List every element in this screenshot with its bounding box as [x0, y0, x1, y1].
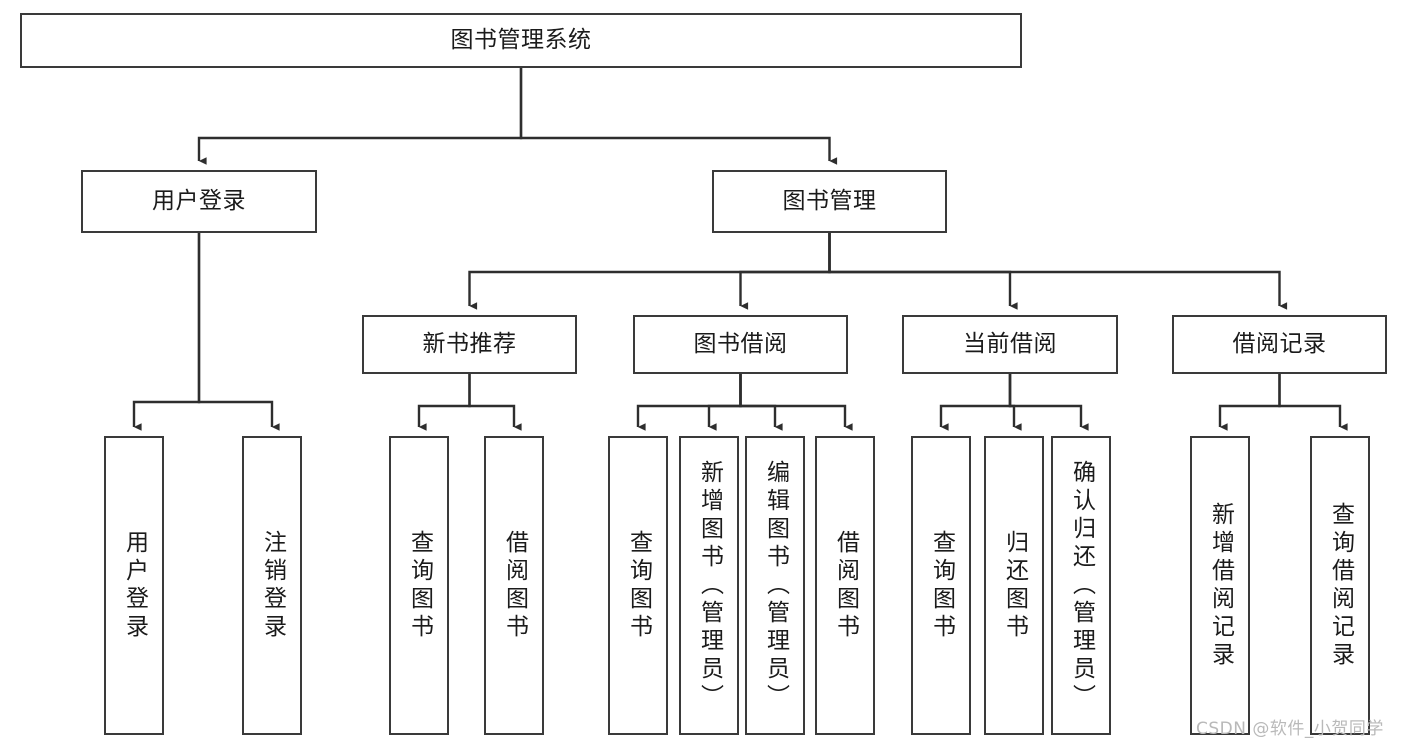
node-leaf-query-book-1[interactable]: 查询图书: [389, 436, 449, 735]
node-label-root: 图书管理系统: [450, 26, 592, 53]
edge-new-book-rec-to-leaf-borrow-book-1: [468, 374, 522, 431]
edge-book-manage-to-borrow-record: [828, 233, 1288, 310]
edge-user-login-to-leaf-user-logout: [197, 233, 280, 431]
node-book-borrow[interactable]: 图书借阅: [633, 315, 848, 374]
node-leaf-edit-book[interactable]: 编辑图书（管理员）: [745, 436, 805, 735]
node-new-book-rec[interactable]: 新书推荐: [362, 315, 577, 374]
node-root[interactable]: 图书管理系统: [20, 13, 1022, 68]
node-book-manage[interactable]: 图书管理: [712, 170, 947, 233]
node-leaf-add-book[interactable]: 新增图书（管理员）: [679, 436, 739, 735]
node-leaf-borrow-book-1[interactable]: 借阅图书: [484, 436, 544, 735]
node-label-leaf-user-logout: 注销登录: [259, 529, 286, 642]
node-label-leaf-add-record: 新增借阅记录: [1207, 501, 1234, 670]
edge-current-borrow-to-leaf-confirm-return: [1008, 374, 1089, 431]
edge-book-manage-to-current-borrow: [828, 233, 1018, 310]
node-label-leaf-borrow-book-2: 借阅图书: [832, 529, 859, 642]
node-leaf-user-logout[interactable]: 注销登录: [242, 436, 302, 735]
node-leaf-confirm-return[interactable]: 确认归还（管理员）: [1051, 436, 1111, 735]
edge-paths: [132, 68, 1348, 431]
node-label-borrow-record: 借阅记录: [1232, 330, 1327, 357]
node-leaf-query-book-3[interactable]: 查询图书: [911, 436, 971, 735]
node-label-leaf-user-login: 用户登录: [121, 529, 148, 642]
edge-root-to-user-login: [197, 68, 523, 165]
node-label-leaf-borrow-book-1: 借阅图书: [501, 529, 528, 642]
node-leaf-return-book[interactable]: 归还图书: [984, 436, 1044, 735]
node-label-leaf-edit-book: 编辑图书（管理员）: [762, 459, 789, 712]
node-label-leaf-confirm-return: 确认归还（管理员）: [1068, 459, 1095, 712]
edge-borrow-record-to-leaf-query-record: [1278, 374, 1348, 431]
node-label-book-manage: 图书管理: [782, 187, 877, 214]
node-current-borrow[interactable]: 当前借阅: [902, 315, 1118, 374]
edge-user-login-to-leaf-user-login: [132, 233, 201, 431]
node-label-leaf-query-book-1: 查询图书: [406, 529, 433, 642]
edge-borrow-record-to-leaf-add-record: [1218, 374, 1281, 431]
node-leaf-add-record[interactable]: 新增借阅记录: [1190, 436, 1250, 735]
node-label-current-borrow: 当前借阅: [963, 330, 1057, 357]
node-leaf-query-record[interactable]: 查询借阅记录: [1310, 436, 1370, 735]
edge-current-borrow-to-leaf-query-book-3: [939, 374, 1012, 431]
edge-new-book-rec-to-leaf-query-book-1: [417, 374, 471, 431]
node-borrow-record[interactable]: 借阅记录: [1172, 315, 1387, 374]
node-label-leaf-query-book-2: 查询图书: [625, 529, 652, 642]
node-label-book-borrow: 图书借阅: [693, 330, 788, 357]
node-label-user-login: 用户登录: [152, 187, 246, 214]
node-label-leaf-query-book-3: 查询图书: [928, 529, 955, 642]
edge-book-borrow-to-leaf-edit-book: [739, 374, 783, 431]
edge-book-borrow-to-leaf-query-book-2: [636, 374, 742, 431]
edge-book-borrow-to-leaf-add-book: [707, 374, 742, 431]
edge-book-manage-to-book-borrow: [739, 233, 831, 310]
node-label-new-book-rec: 新书推荐: [422, 330, 517, 357]
edge-book-manage-to-new-book-rec: [468, 233, 831, 310]
node-label-leaf-add-book: 新增图书（管理员）: [696, 459, 723, 712]
node-leaf-borrow-book-2[interactable]: 借阅图书: [815, 436, 875, 735]
node-label-leaf-query-record: 查询借阅记录: [1327, 501, 1354, 670]
node-leaf-query-book-2[interactable]: 查询图书: [608, 436, 668, 735]
node-leaf-user-login[interactable]: 用户登录: [104, 436, 164, 735]
node-user-login[interactable]: 用户登录: [81, 170, 317, 233]
node-label-leaf-return-book: 归还图书: [1001, 529, 1028, 642]
edge-book-borrow-to-leaf-borrow-book-2: [739, 374, 853, 431]
edge-root-to-book-manage: [519, 68, 838, 165]
